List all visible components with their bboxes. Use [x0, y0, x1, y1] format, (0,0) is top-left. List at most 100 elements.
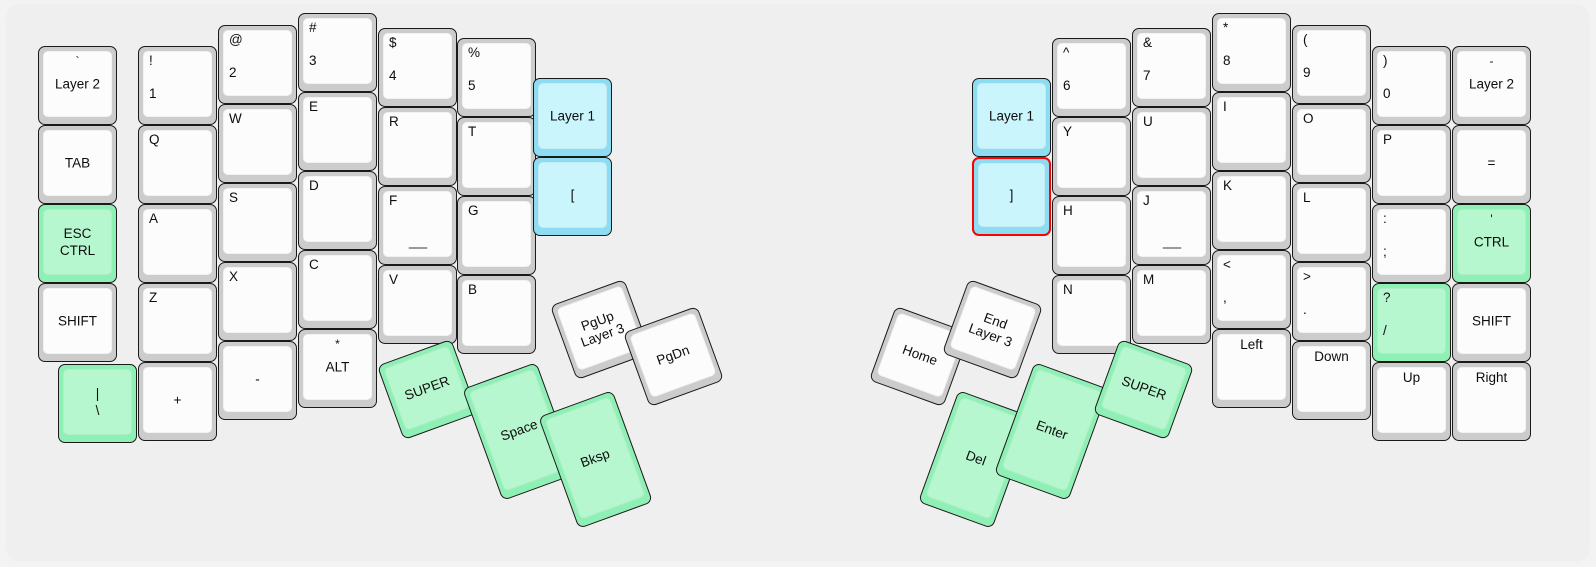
- key-legend-main: TAB: [64, 155, 91, 171]
- key-l-z[interactable]: Z: [138, 283, 217, 362]
- key-l-minus[interactable]: -: [218, 341, 297, 420]
- key-l-e[interactable]: E: [298, 92, 377, 171]
- key-l-f[interactable]: F: [378, 186, 457, 265]
- key-r-8[interactable]: *8: [1212, 13, 1291, 92]
- key-r-u[interactable]: U: [1132, 107, 1211, 186]
- keycap: S: [223, 188, 292, 254]
- key-r-comma[interactable]: <,: [1212, 250, 1291, 329]
- key-l-g[interactable]: G: [457, 196, 536, 275]
- keycap: Left: [1217, 334, 1286, 400]
- key-r-n[interactable]: N: [1052, 275, 1131, 354]
- key-r-k[interactable]: K: [1212, 171, 1291, 250]
- keycap: [: [538, 162, 607, 228]
- key-legend-main: Layer 1: [988, 108, 1035, 124]
- key-r-h[interactable]: H: [1052, 196, 1131, 275]
- key-l-c[interactable]: C: [298, 250, 377, 329]
- key-r-9[interactable]: (9: [1292, 25, 1371, 104]
- key-r-semi[interactable]: :;: [1372, 204, 1451, 283]
- key-legend-top: D: [309, 178, 319, 193]
- key-r-y[interactable]: Y: [1052, 117, 1131, 196]
- key-l-w[interactable]: W: [218, 104, 297, 183]
- key-legend-top: R: [389, 114, 399, 129]
- key-l-d[interactable]: D: [298, 171, 377, 250]
- keycap: :;: [1377, 209, 1446, 275]
- key-r-7[interactable]: &7: [1132, 28, 1211, 107]
- key-l-tab[interactable]: TAB: [38, 125, 117, 204]
- key-r-6[interactable]: ^6: [1052, 38, 1131, 117]
- keycap: TAB: [43, 130, 112, 196]
- keycap: Y: [1057, 122, 1126, 188]
- key-l-5[interactable]: %5: [457, 38, 536, 117]
- keycap: -Layer 2: [1457, 51, 1526, 117]
- key-legend-top: ): [1383, 53, 1388, 68]
- key-legend-top: G: [468, 203, 479, 218]
- key-r-up[interactable]: Up: [1372, 362, 1451, 441]
- key-l-v[interactable]: V: [378, 265, 457, 344]
- key-l-super[interactable]: SUPER: [376, 338, 479, 441]
- keycap: V: [383, 270, 452, 336]
- keycap: )0: [1377, 51, 1446, 117]
- key-legend-main: Left: [1240, 337, 1263, 352]
- keycap: Bksp: [544, 396, 646, 520]
- keycap: R: [383, 112, 452, 178]
- key-r-p[interactable]: P: [1372, 125, 1451, 204]
- key-l-x[interactable]: X: [218, 262, 297, 341]
- key-r-enter[interactable]: Enter: [994, 362, 1109, 501]
- key-legend-top: &: [1143, 35, 1153, 50]
- key-r-down[interactable]: Down: [1292, 341, 1371, 420]
- key-l-plus[interactable]: +: [138, 362, 217, 441]
- key-l-t[interactable]: T: [457, 117, 536, 196]
- key-l-1[interactable]: !1: [138, 46, 217, 125]
- key-legend-top: `: [75, 54, 80, 68]
- key-r-layer2[interactable]: -Layer 2: [1452, 46, 1531, 125]
- key-r-left[interactable]: Left: [1212, 329, 1291, 408]
- key-r-period[interactable]: >.: [1292, 262, 1371, 341]
- key-l-alt[interactable]: *ALT: [298, 329, 377, 408]
- key-r-layer1[interactable]: Layer 1: [972, 78, 1051, 157]
- key-r-i[interactable]: I: [1212, 92, 1291, 171]
- key-l-layer1[interactable]: Layer 1: [533, 78, 612, 157]
- key-r-rbracket[interactable]: ]: [972, 157, 1051, 236]
- key-r-o[interactable]: O: [1292, 104, 1371, 183]
- key-r-m[interactable]: M: [1132, 265, 1211, 344]
- key-l-bksp[interactable]: Bksp: [538, 390, 653, 529]
- key-l-3[interactable]: #3: [298, 13, 377, 92]
- key-l-lbracket[interactable]: [: [533, 157, 612, 236]
- key-r-l[interactable]: L: [1292, 183, 1371, 262]
- key-l-a[interactable]: A: [138, 204, 217, 283]
- key-l-r[interactable]: R: [378, 107, 457, 186]
- key-r-slash[interactable]: ?/: [1372, 283, 1451, 362]
- key-r-equal[interactable]: =: [1452, 125, 1531, 204]
- key-r-super[interactable]: SUPER: [1092, 338, 1195, 441]
- key-legend-main: |\: [95, 386, 100, 418]
- key-legend-top: Z: [149, 290, 158, 305]
- key-l-4[interactable]: $4: [378, 28, 457, 107]
- key-legend-main: SUPER: [402, 373, 452, 404]
- key-legend-main: =: [1487, 155, 1496, 171]
- key-legend-top: Q: [149, 132, 160, 147]
- key-l-s[interactable]: S: [218, 183, 297, 262]
- key-r-right[interactable]: Right: [1452, 362, 1531, 441]
- key-l-b[interactable]: B: [457, 275, 536, 354]
- key-legend-main: 3: [309, 53, 317, 68]
- key-l-2[interactable]: @2: [218, 25, 297, 104]
- key-r-j[interactable]: J: [1132, 186, 1211, 265]
- key-legend-main: SUPER: [1119, 373, 1169, 404]
- key-l-shift[interactable]: SHIFT: [38, 283, 117, 362]
- keycap: SUPER: [1100, 345, 1188, 431]
- keycap: X: [223, 267, 292, 333]
- keycap: B: [462, 280, 531, 346]
- keycap: U: [1137, 112, 1206, 178]
- key-r-0[interactable]: )0: [1372, 46, 1451, 125]
- key-l-layer2[interactable]: `Layer 2: [38, 46, 117, 125]
- key-r-ctrl[interactable]: 'CTRL: [1452, 204, 1531, 283]
- key-l-q[interactable]: Q: [138, 125, 217, 204]
- key-legend-top: T: [468, 124, 477, 139]
- key-legend-main: [: [570, 187, 575, 203]
- key-l-pipe[interactable]: |\: [58, 364, 137, 443]
- keycap: W: [223, 109, 292, 175]
- key-r-shift[interactable]: SHIFT: [1452, 283, 1531, 362]
- key-legend-top: @: [229, 32, 243, 47]
